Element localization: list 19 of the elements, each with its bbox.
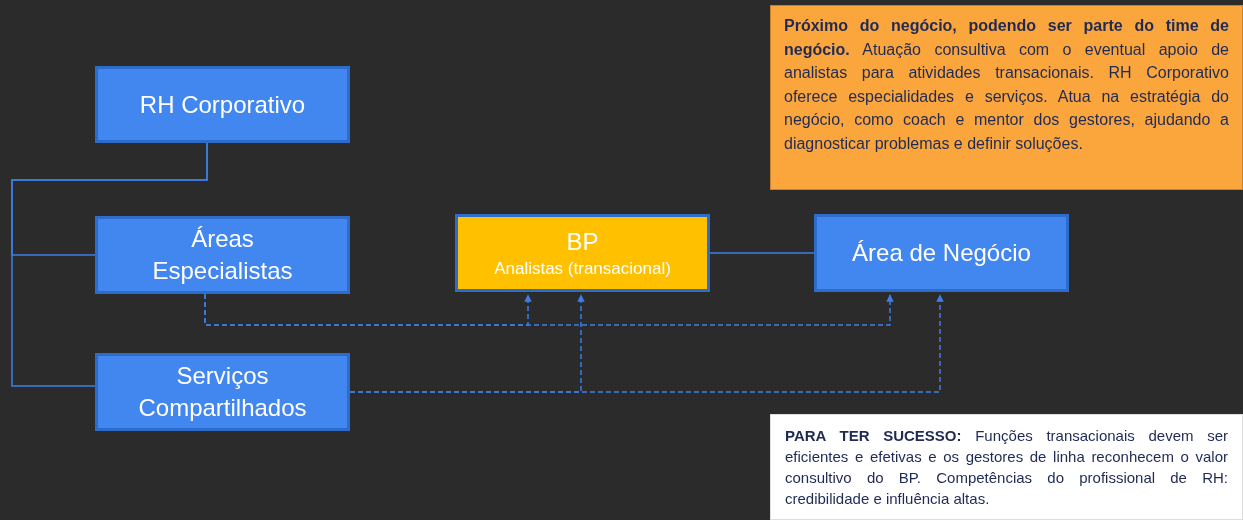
process-box (455, 214, 710, 292)
box-subtitle: Analistas (transacional) (494, 258, 671, 280)
connector-line (11, 142, 208, 387)
note-box (770, 5, 1243, 190)
box-title: Área de Negócio (851, 238, 1032, 268)
process-box (95, 216, 350, 294)
dashed-arrow (349, 294, 944, 393)
note-text: Próximo do negócio, podendo ser parte do time de negócio. Atuação consultiva com o eventual apoio de analistas para atividades transacionais. RH Corporativo oferece especialidades e serviços. Atua na estratégia do negócio, como coach e mentor dos gestores, ajudando a diagnosticar problemas e definir soluções. (784, 16, 1229, 154)
box-title: Serviços Compartilhados (137, 361, 308, 423)
note-box (770, 414, 1243, 520)
connector-line (709, 252, 815, 254)
process-box (814, 214, 1069, 292)
box-title: Áreas Especialistas (151, 224, 294, 286)
process-box (95, 353, 350, 431)
note-text: PARA TER SUCESSO: Funções transacionais devem ser eficientes e efetivas e os gestores de linha reconhecem o valor consultivo do BP. Competências do profissional de RH: credibilidade e influência altas. (785, 426, 1228, 509)
box-title: RH Corporativo (138, 89, 307, 120)
process-box (95, 66, 350, 143)
dashed-arrow (204, 293, 894, 326)
box-title: BP (565, 227, 600, 257)
